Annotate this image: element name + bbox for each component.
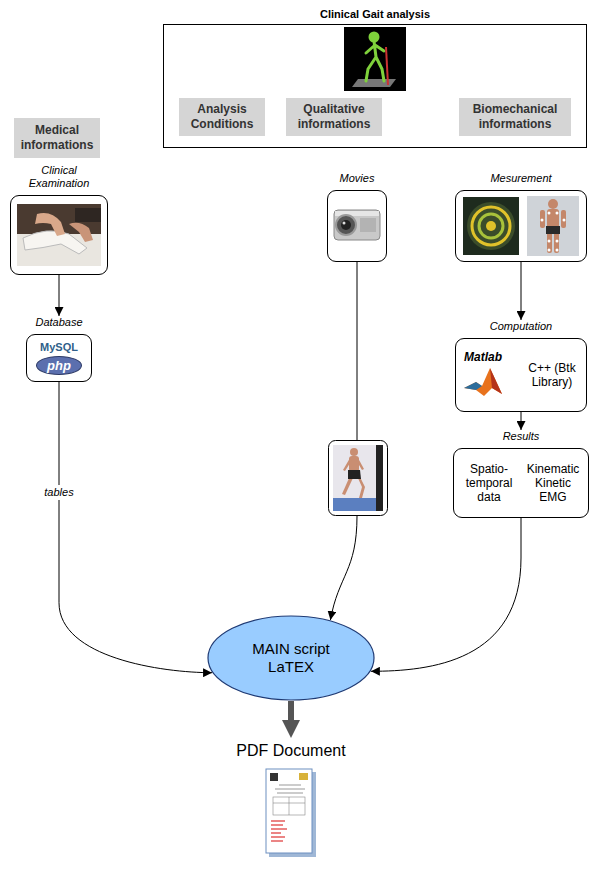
box-frame bbox=[10, 195, 108, 275]
box-frame: Analysis Conditions bbox=[179, 98, 265, 136]
box-frame: Spatio-temporal dataKinematic Kinetic EM… bbox=[453, 448, 589, 518]
box-frame: Qualitative informations bbox=[286, 98, 382, 136]
box-text: MySQL bbox=[40, 341, 78, 354]
process-box: ComputationMatlab C++ (Btk Library) bbox=[455, 320, 587, 412]
box-frame bbox=[327, 190, 387, 262]
box-text: php bbox=[36, 356, 82, 375]
box-heading: PDF Document bbox=[236, 741, 345, 760]
box-frame: Biomechanical informations bbox=[459, 98, 571, 136]
main-ellipse: MAIN script LaTEX bbox=[207, 615, 375, 701]
column: C++ (Btk Library) bbox=[524, 361, 580, 389]
box-text: Qualitative informations bbox=[296, 102, 372, 132]
box-heading: Database bbox=[35, 316, 82, 329]
box-heading: Movies bbox=[340, 172, 375, 185]
gait-icon bbox=[344, 27, 406, 91]
box-frame: Matlab C++ (Btk Library) bbox=[455, 338, 587, 412]
box-text: Spatio-temporal data bbox=[460, 462, 518, 504]
category-box: Biomechanical informations bbox=[459, 98, 571, 136]
column: Matlab bbox=[462, 350, 504, 400]
connector bbox=[59, 382, 212, 673]
box-frame: MAIN script LaTEX bbox=[207, 615, 375, 701]
process-box: Mesurement bbox=[455, 172, 587, 262]
box-heading: Computation bbox=[490, 320, 552, 333]
box-text: Medical informations bbox=[19, 123, 95, 153]
process-box: ResultsSpatio-temporal dataKinematic Kin… bbox=[453, 430, 589, 518]
box-text: C++ (Btk Library) bbox=[524, 361, 580, 389]
category-box: Analysis Conditions bbox=[179, 98, 265, 136]
connector bbox=[59, 275, 60, 316]
box-frame: Medical informations bbox=[14, 118, 100, 158]
process-box: Clinical Examination bbox=[10, 164, 108, 275]
database-box: DatabaseMySQL php bbox=[26, 316, 92, 382]
box-frame bbox=[455, 190, 587, 262]
box-heading: Clinical Examination bbox=[19, 164, 99, 190]
box-text: MAIN script LaTEX bbox=[245, 640, 337, 676]
marker-subject-image bbox=[527, 196, 579, 256]
edge-label: tables bbox=[42, 485, 75, 500]
group-box: Clinical Gait analysis Analysis Conditio… bbox=[163, 8, 587, 148]
connector bbox=[521, 262, 522, 320]
category-box: Medical informations bbox=[14, 118, 100, 158]
box-heading: Results bbox=[503, 430, 540, 443]
box-heading: Clinical Gait analysis bbox=[320, 8, 430, 21]
matlab-logo bbox=[462, 366, 504, 400]
box-text: Biomechanical informations bbox=[473, 102, 558, 132]
thick-arrow bbox=[288, 701, 294, 720]
box-frame bbox=[265, 768, 317, 858]
exam-photo bbox=[17, 204, 101, 266]
box-text: Analysis Conditions bbox=[184, 102, 260, 132]
connector bbox=[371, 518, 521, 671]
connector bbox=[521, 412, 522, 430]
output-document: PDF Document bbox=[236, 741, 345, 858]
box-text: Matlab bbox=[464, 350, 502, 364]
force-plate-image bbox=[463, 197, 519, 255]
process-box: Movies bbox=[327, 172, 387, 262]
box-heading: Mesurement bbox=[490, 172, 551, 185]
box-frame: MySQL php bbox=[26, 334, 92, 382]
camera-icon bbox=[332, 204, 382, 248]
category-box: Qualitative informations bbox=[286, 98, 382, 136]
walking-video-frame bbox=[328, 440, 388, 516]
box-text: Kinematic Kinetic EMG bbox=[524, 462, 582, 504]
box-frame: Analysis Conditions Qualitative informati… bbox=[163, 24, 587, 148]
pdf-icon bbox=[265, 768, 317, 858]
